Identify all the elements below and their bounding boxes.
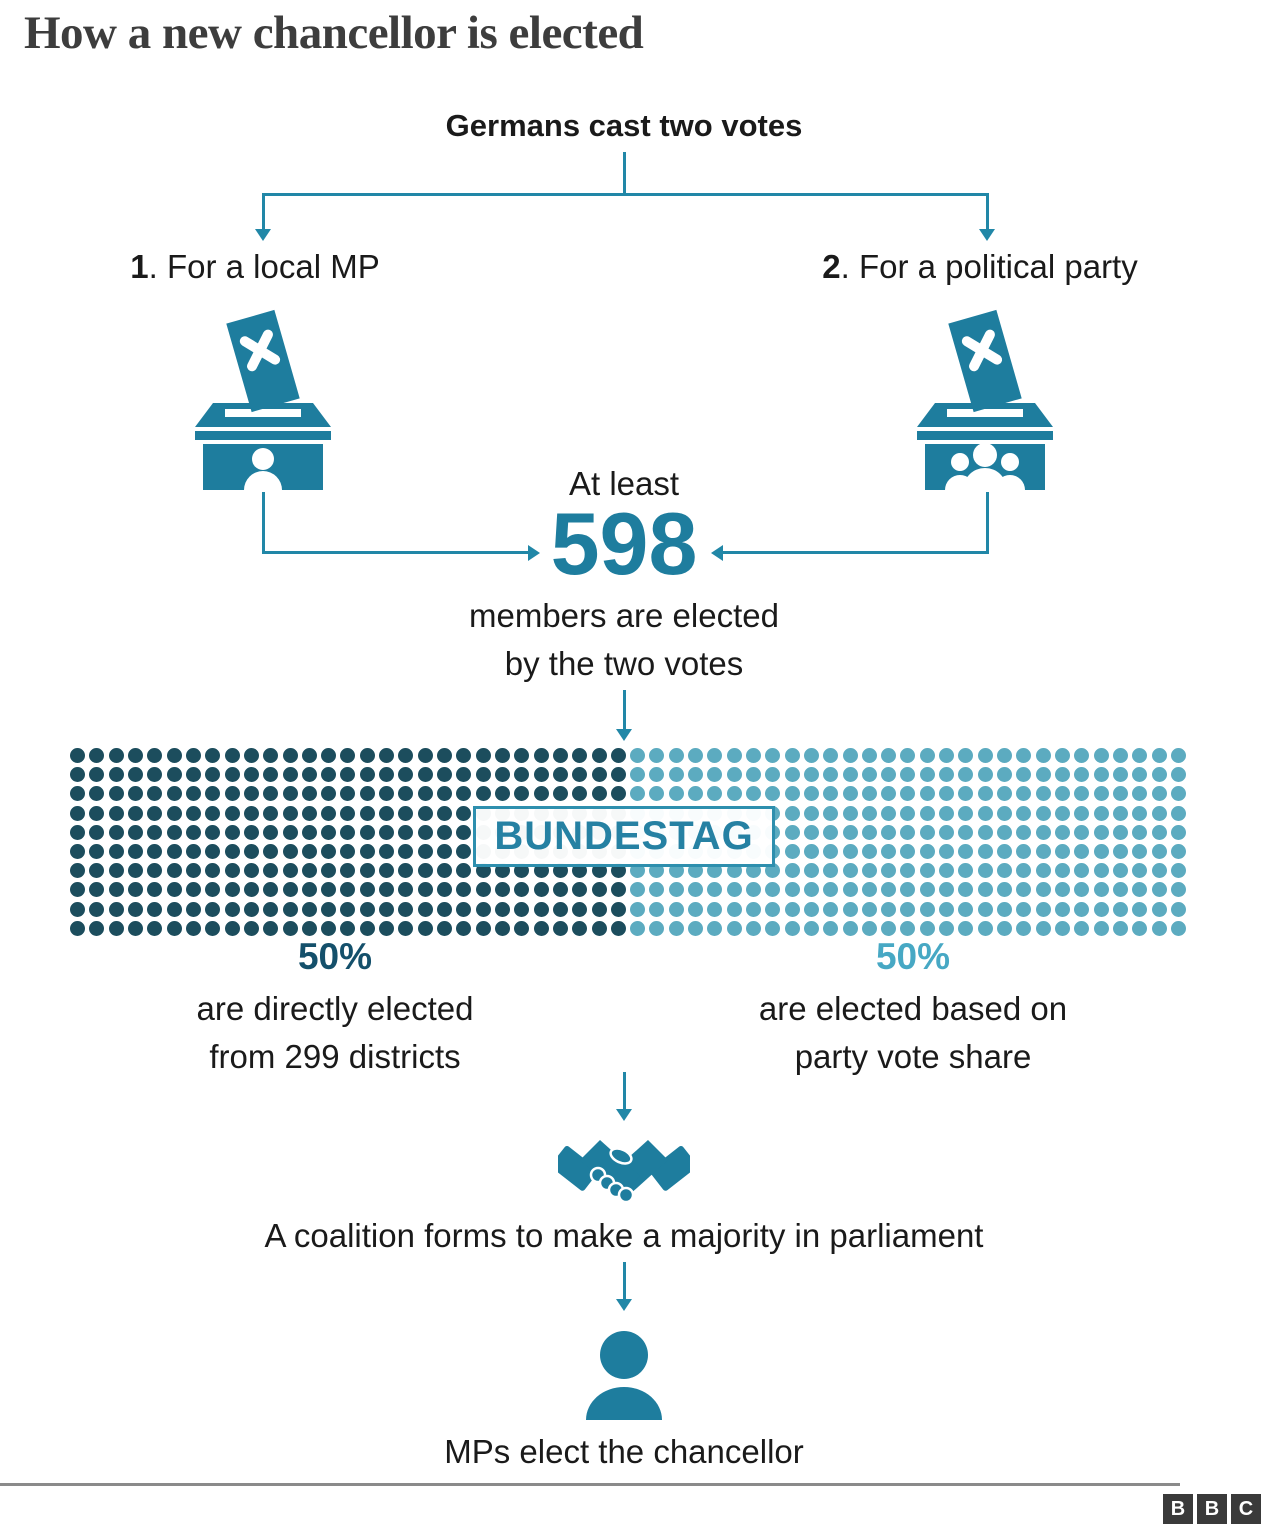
members-count: 598 — [550, 494, 698, 593]
ballot-box-single-voter-icon — [195, 309, 331, 490]
footer-divider — [0, 1483, 1180, 1486]
page-title: How a new chancellor is elected — [24, 7, 644, 59]
vote2-label: 2. For a political party — [755, 248, 1205, 286]
left-share-percent: 50% — [297, 936, 373, 977]
vote2-text: . For a political party — [840, 248, 1138, 285]
arrow-down-icon — [616, 1299, 632, 1311]
connector-line — [262, 193, 265, 230]
chancellor-caption: MPs elect the chancellor — [444, 1433, 804, 1470]
connector-line — [723, 551, 989, 554]
arrow-down-icon — [616, 729, 632, 741]
connector-line — [623, 1262, 626, 1300]
bundestag-badge-wrap: BUNDESTAG — [0, 806, 1248, 867]
connector-line — [986, 492, 989, 554]
top-label: Germans cast two votes — [445, 108, 803, 143]
right-share-percent: 50% — [875, 936, 951, 977]
left-share-caption: are directly elected from 299 districts — [85, 985, 585, 1081]
at-least-label: At least — [568, 465, 680, 502]
arrow-down-icon — [255, 229, 271, 241]
connector-line — [262, 193, 989, 196]
bbc-logo-block: C — [1231, 1494, 1261, 1524]
coalition-caption: A coalition forms to make a majority in … — [264, 1217, 984, 1254]
vote2-number: 2 — [822, 248, 841, 285]
right-share-caption: are elected based on party vote share — [663, 985, 1163, 1081]
connector-line — [262, 551, 528, 554]
connector-line — [623, 152, 626, 196]
right-share-line2: party vote share — [794, 1038, 1032, 1075]
handshake-icon — [558, 1140, 690, 1204]
vote1-text: . For a local MP — [148, 248, 380, 285]
members-caption-line2: by the two votes — [504, 645, 744, 682]
left-share-line2: from 299 districts — [209, 1038, 461, 1075]
connector-line — [623, 690, 626, 730]
arrow-down-icon — [979, 229, 995, 241]
connector-line — [623, 1072, 626, 1110]
arrow-left-icon — [711, 545, 723, 561]
bbc-logo-block: B — [1197, 1494, 1227, 1524]
vote1-label: 1. For a local MP — [30, 248, 480, 286]
bbc-logo: B B C — [1163, 1494, 1261, 1524]
bundestag-badge: BUNDESTAG — [473, 806, 775, 867]
arrow-right-icon — [528, 545, 540, 561]
members-caption-line1: members are elected — [469, 597, 779, 634]
chancellor-person-icon — [586, 1331, 662, 1420]
left-share-line1: are directly elected — [196, 990, 474, 1027]
ballot-box-party-icon — [917, 309, 1053, 490]
connector-line — [262, 492, 265, 554]
right-share-line1: are elected based on — [758, 990, 1068, 1027]
arrow-down-icon — [616, 1109, 632, 1121]
members-caption: members are elected by the two votes — [0, 592, 1248, 688]
vote1-number: 1 — [130, 248, 149, 285]
bbc-logo-block: B — [1163, 1494, 1193, 1524]
connector-line — [986, 193, 989, 230]
